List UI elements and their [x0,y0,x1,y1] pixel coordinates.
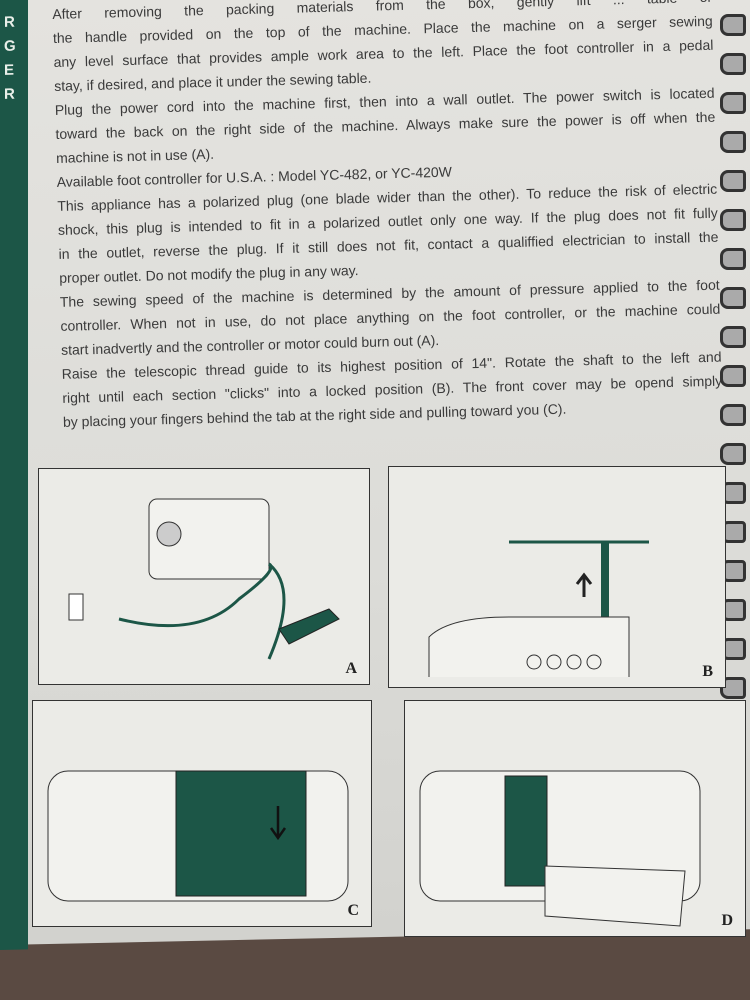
binding-ring [720,170,746,192]
figure-label: D [721,912,733,929]
sidebar-tab: R G E R [0,0,28,950]
figure-label: C [347,902,359,919]
front-cover-open-illustration [419,770,701,927]
figure-c: C [32,700,372,927]
binding-ring [720,287,746,309]
sidebar-letter: E [4,61,15,79]
sidebar-letter: G [4,37,16,55]
figure-d: D [404,700,746,937]
figure-label: B [702,663,713,680]
binding-ring [720,326,746,348]
binding-ring [720,209,746,231]
front-cover-illustration [47,770,349,902]
binding-ring [720,14,746,36]
thread-guide-illustration [428,540,649,677]
binding-ring [720,92,746,114]
binding-ring [720,248,746,270]
binding-ring [720,131,746,153]
figure-b: B [388,466,726,688]
instructions-text: After removing the packing materials fro… [52,0,723,434]
figure-label: A [345,660,357,677]
binding-ring [720,677,746,699]
binding-ring [720,53,746,75]
binding-ring [720,404,746,426]
sidebar-letter: R [4,85,15,103]
figure-a: A [38,468,370,685]
sidebar-letter: R [4,13,15,31]
machine-plug-illustration [68,498,340,660]
binding-ring [720,365,746,387]
binding-ring [720,443,746,465]
